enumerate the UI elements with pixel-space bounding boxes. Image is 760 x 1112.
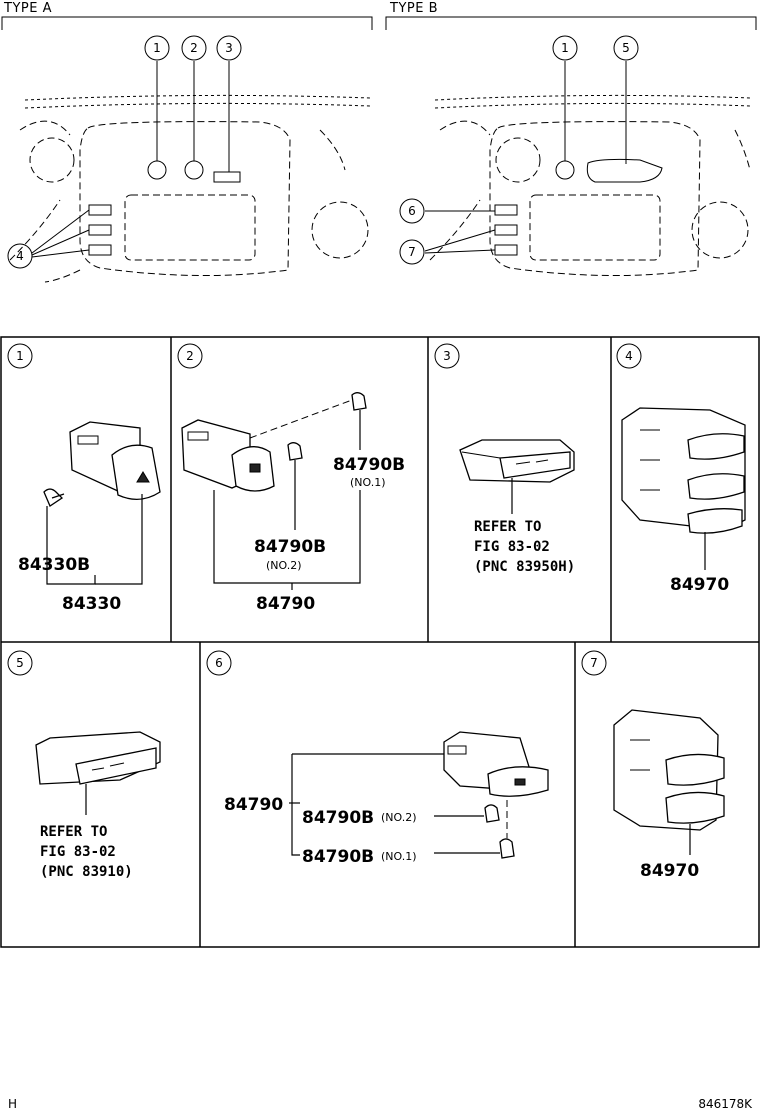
part-84970-panel-7: 84970	[640, 861, 699, 881]
part-84790b-no1-note: (NO.1)	[350, 476, 386, 489]
type-a-header: TYPE A	[1, 1, 373, 30]
type-a-dashboard-view	[9, 94, 371, 283]
panel-1-number: 1	[16, 349, 24, 363]
callout-7-type-b: 7	[399, 229, 496, 265]
panel-2-number: 2	[186, 349, 194, 363]
switch-assembly-3-illustration	[459, 439, 575, 483]
footer-left-code: H	[8, 1097, 17, 1111]
panel-3-reference: 3 REFER TO FIG 83-02 (PNC 83950H)	[434, 343, 575, 575]
part-84790b-no2-panel-6: 84790B	[302, 808, 374, 828]
callout-7-text: 7	[408, 245, 416, 259]
part-84970-panel-4: 84970	[670, 575, 729, 595]
type-b-label: TYPE B	[389, 1, 438, 16]
part-84790-panel-6: 84790	[224, 795, 283, 815]
bulb-no1-illustration	[351, 392, 367, 411]
part-84790b-no1: 84790B	[333, 455, 405, 475]
panel-4-number: 4	[625, 349, 633, 363]
callout-3-type-a: 3	[216, 35, 242, 172]
part-84790b-no2-note-panel-6: (NO.2)	[381, 811, 417, 824]
panel-3-ref-line1: REFER TO	[474, 519, 541, 535]
type-a-label: TYPE A	[3, 1, 52, 16]
callout-2-type-a-text: 2	[190, 41, 198, 55]
bulb-6-no1-illustration	[499, 838, 515, 859]
part-84790b-no2: 84790B	[254, 537, 326, 557]
callout-1-type-a: 1	[144, 35, 170, 161]
type-b-dashboard-view	[429, 94, 751, 277]
callout-1-type-b: 1	[552, 35, 578, 161]
part-84790: 84790	[256, 594, 315, 614]
callout-3-type-a-text: 3	[225, 41, 233, 55]
panel-5-ref-line2: FIG 83-02	[40, 844, 116, 860]
panel-1-hazard-switch: 1 84330B 84330	[7, 343, 161, 614]
panel-3-ref-line2: FIG 83-02	[474, 539, 550, 555]
footer-figure-id: 846178K	[698, 1097, 753, 1111]
defogger-switch-illustration	[181, 419, 275, 492]
callout-2-type-a: 2	[181, 35, 207, 161]
callout-6-text: 6	[408, 204, 416, 218]
triple-switch-illustration	[621, 407, 746, 534]
callout-1-type-a-text: 1	[153, 41, 161, 55]
panel-4-switch-block: 4 84970	[616, 343, 746, 595]
switch-assembly-5-illustration	[35, 731, 161, 785]
callout-5-type-b: 5	[613, 35, 639, 164]
bulb-6-no2-illustration	[484, 804, 500, 823]
hazard-switch-illustration	[69, 421, 161, 500]
part-84330: 84330	[62, 594, 121, 614]
panel-2-defogger-switch: 2 84790B (NO.1) 84790B (NO.2) 84790	[177, 343, 405, 614]
part-84790b-no2-note: (NO.2)	[266, 559, 302, 572]
double-switch-illustration	[613, 709, 725, 831]
panel-5-number: 5	[16, 656, 24, 670]
panel-3-ref-line3: (PNC 83950H)	[474, 559, 575, 575]
switch-6-illustration	[443, 731, 549, 797]
panel-6-switch: 6 84790 84790B (NO.2) 84790B (NO.1)	[206, 650, 549, 867]
bulb-no2-illustration	[287, 442, 303, 461]
callout-6-type-b: 6	[399, 198, 495, 224]
panel-5-ref-line1: REFER TO	[40, 824, 107, 840]
part-84790b-no1-panel-6: 84790B	[302, 847, 374, 867]
callout-4-text: 4	[16, 249, 24, 263]
type-b-header: TYPE B	[385, 1, 757, 30]
panel-6-number: 6	[215, 656, 223, 670]
panel-5-ref-line3: (PNC 83910)	[40, 864, 133, 880]
panel-3-number: 3	[443, 349, 451, 363]
panel-grid	[0, 336, 760, 948]
callout-1-type-b-text: 1	[561, 41, 569, 55]
panel-7-switch-block: 7 84970	[581, 650, 725, 881]
callout-4-type-a: 4	[7, 209, 90, 269]
panel-7-number: 7	[590, 656, 598, 670]
part-84330b: 84330B	[18, 555, 90, 575]
part-84790b-no1-note-panel-6: (NO.1)	[381, 850, 417, 863]
panel-5-reference: 5 REFER TO FIG 83-02 (PNC 83910)	[7, 650, 161, 880]
bulb-84330b-illustration	[43, 488, 65, 507]
callout-5-text: 5	[622, 41, 630, 55]
